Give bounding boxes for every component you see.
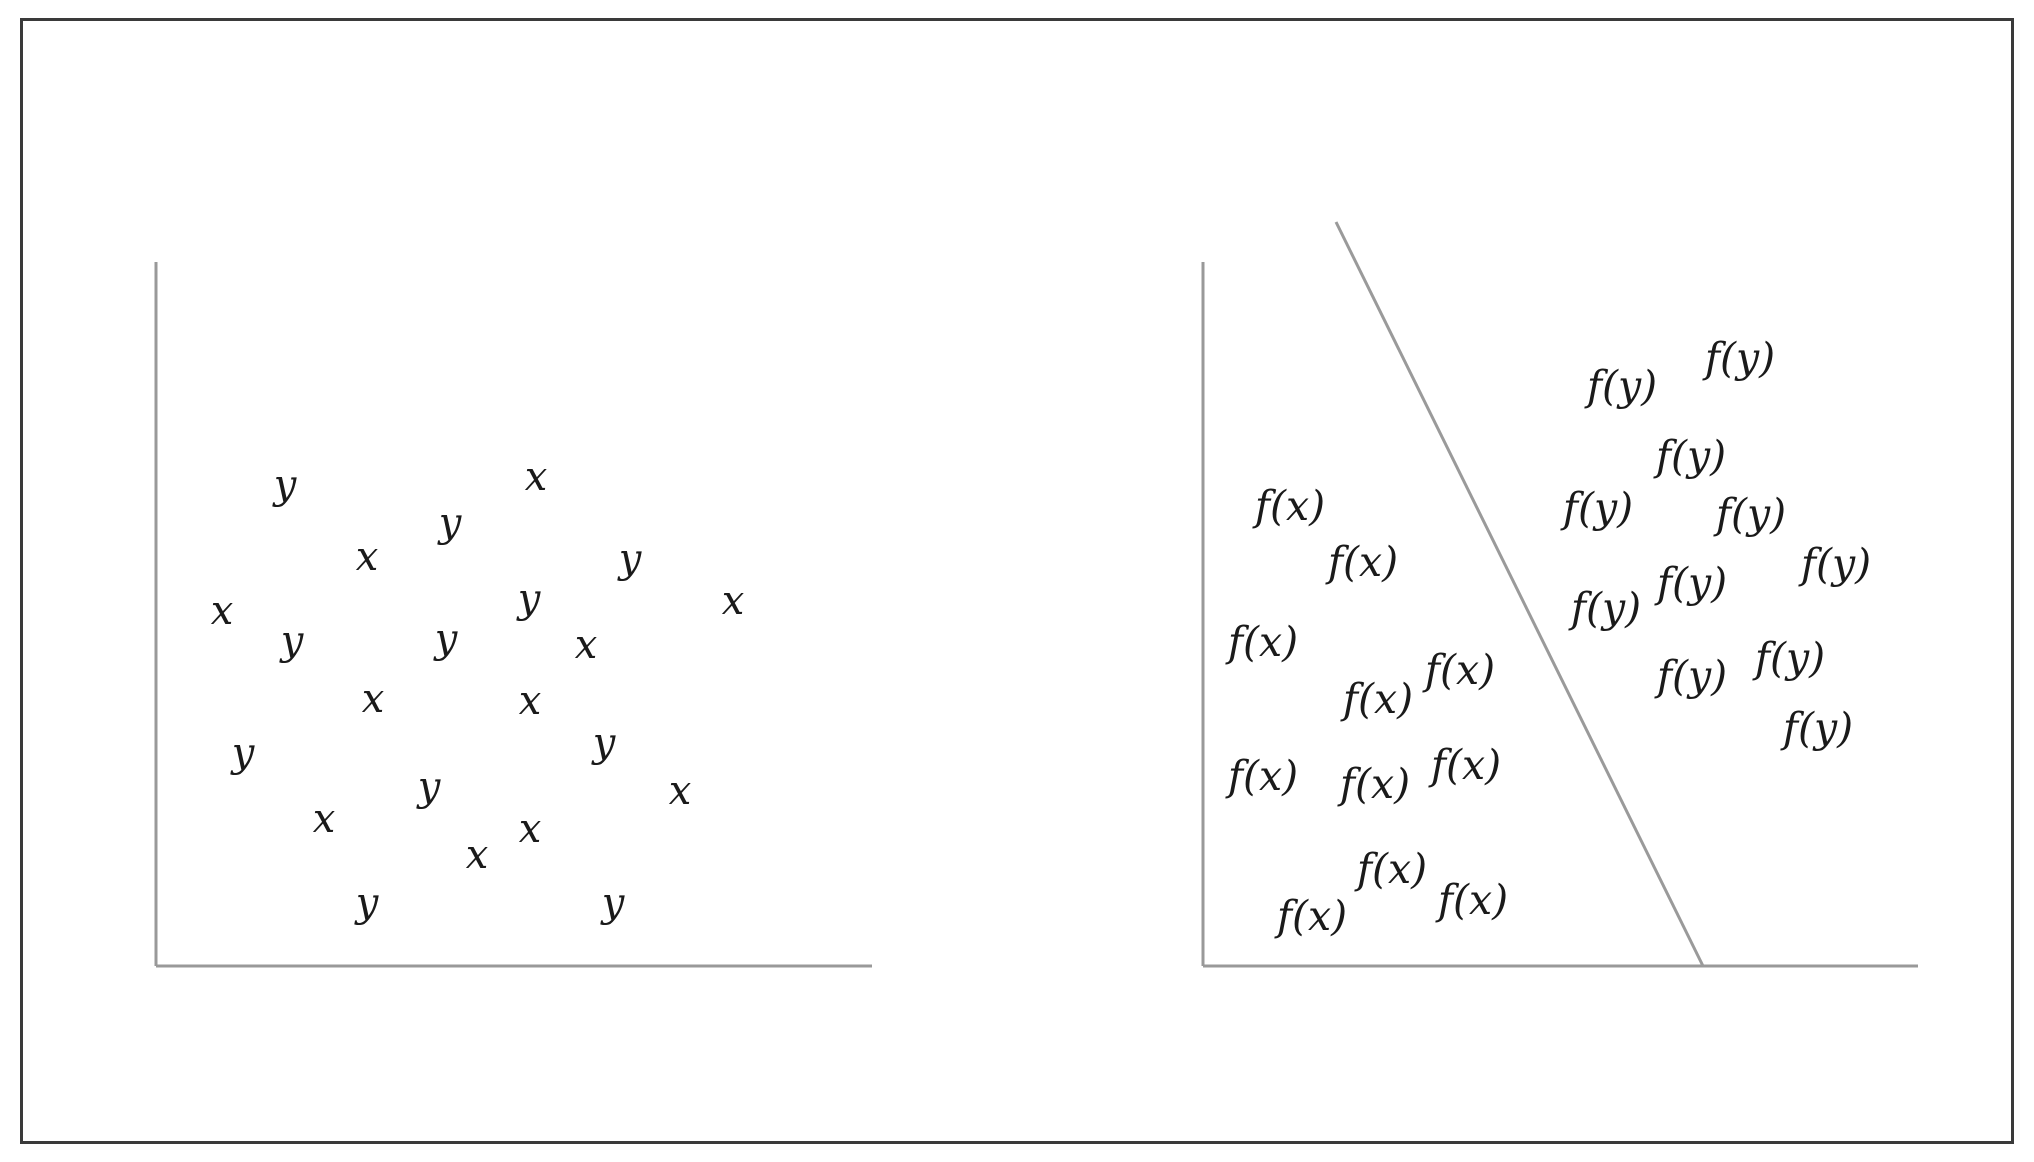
left-point-5: y <box>617 536 643 582</box>
left-point-11: x <box>722 578 745 624</box>
right-point-18: f(y) <box>1654 559 1727 607</box>
left-point-4: x <box>356 534 379 580</box>
right-point-20: f(y) <box>1654 652 1727 700</box>
right-point-9: f(x) <box>1354 845 1427 893</box>
right-point-1: f(x) <box>1252 482 1325 530</box>
right-point-4: f(x) <box>1340 675 1413 723</box>
left-point-3: y <box>437 500 463 546</box>
right-point-5: f(x) <box>1422 646 1495 694</box>
left-point-1: y <box>272 462 298 508</box>
left-point-9: y <box>516 576 542 622</box>
right-point-13: f(y) <box>1702 334 1775 382</box>
right-point-2: f(x) <box>1325 538 1398 586</box>
right-point-22: f(y) <box>1780 704 1853 752</box>
right-point-15: f(y) <box>1560 484 1633 532</box>
left-point-10: y <box>433 616 459 662</box>
left-point-22: y <box>600 880 626 926</box>
left-point-15: y <box>591 720 617 766</box>
left-point-16: y <box>416 764 442 810</box>
left-point-19: x <box>519 806 542 852</box>
left-point-17: x <box>313 796 336 842</box>
right-point-12: f(y) <box>1584 362 1657 410</box>
left-point-13: x <box>519 678 542 724</box>
right-point-3: f(x) <box>1225 618 1298 666</box>
right-points: f(x)f(x)f(x)f(x)f(x)f(x)f(x)f(x)f(x)f(x)… <box>1225 334 1871 940</box>
left-point-14: y <box>230 730 256 776</box>
left-point-2: x <box>525 454 548 500</box>
right-point-14: f(y) <box>1653 432 1726 480</box>
right-point-16: f(y) <box>1713 490 1786 538</box>
right-point-10: f(x) <box>1274 892 1347 940</box>
right-point-11: f(x) <box>1435 876 1508 924</box>
figure-frame <box>20 18 2014 1144</box>
left-point-12: x <box>362 676 385 722</box>
left-point-18: x <box>669 768 692 814</box>
left-point-20: x <box>466 832 489 878</box>
left-point-8: x <box>575 622 598 668</box>
right-panel: f(x)f(x)f(x)f(x)f(x)f(x)f(x)f(x)f(x)f(x)… <box>1201 221 1918 968</box>
right-point-19: f(y) <box>1568 584 1641 632</box>
left-point-21: y <box>354 880 380 926</box>
decision-boundary-line <box>1334 221 1705 967</box>
right-point-17: f(y) <box>1798 540 1871 588</box>
right-point-8: f(x) <box>1428 741 1501 789</box>
right-point-21: f(y) <box>1752 634 1825 682</box>
left-point-6: x <box>211 588 234 634</box>
right-point-7: f(x) <box>1337 760 1410 808</box>
right-point-6: f(x) <box>1225 752 1298 800</box>
left-point-7: y <box>279 618 305 664</box>
